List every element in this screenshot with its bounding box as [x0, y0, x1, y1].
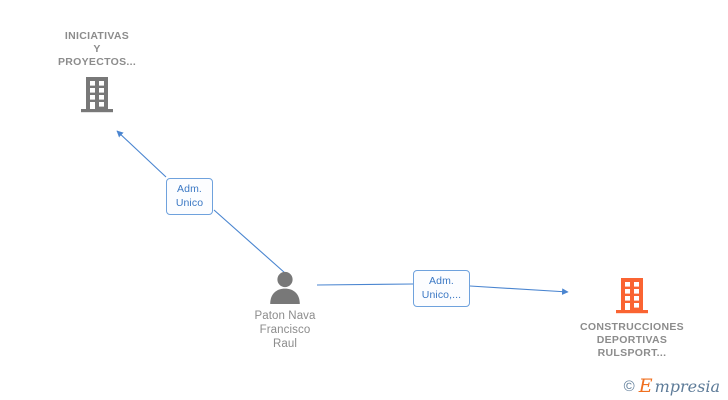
copyright-icon: ©: [623, 378, 635, 395]
person-icon: [222, 270, 348, 304]
building-icon: [27, 75, 167, 115]
node-company-construcciones-deportivas-rulsport[interactable]: CONSTRUCCIONES DEPORTIVAS RULSPORT...: [552, 276, 712, 360]
edge-label-adm-unico-mas[interactable]: Adm. Unico,...: [413, 270, 470, 307]
watermark-brand-initial: E: [638, 375, 653, 397]
watermark-brand-rest: mpresia: [654, 376, 720, 396]
node-company-iniciativas-y-proyectos[interactable]: INICIATIVAS Y PROYECTOS...: [27, 30, 167, 115]
watermark-empresia: © E mpresia: [624, 377, 720, 396]
edge-label-adm-unico[interactable]: Adm. Unico: [166, 178, 213, 215]
node-person-label: Paton Nava Francisco Raul: [254, 310, 316, 350]
building-icon: [552, 276, 712, 316]
node-person-paton-nava-francisco-raul[interactable]: Paton Nava Francisco Raul: [222, 270, 348, 351]
node-company-right-label: CONSTRUCCIONES DEPORTIVAS RULSPORT...: [580, 321, 684, 359]
node-company-left-label: INICIATIVAS Y PROYECTOS...: [57, 30, 137, 68]
